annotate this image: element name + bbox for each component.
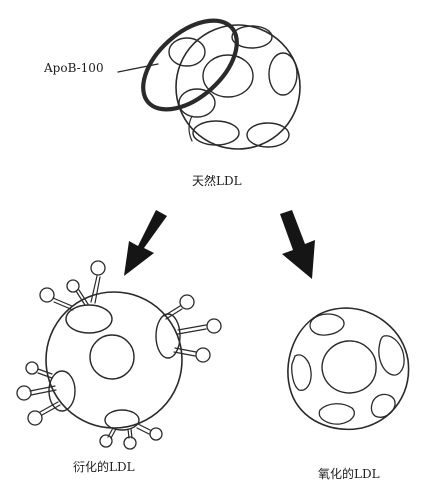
- arrow-to-oxidized: [280, 210, 315, 279]
- attached-group: [136, 423, 163, 441]
- native-ldl-patch: [192, 120, 240, 146]
- apob-100-label: ApoB-100: [44, 61, 104, 75]
- oxidized-ldl-patch: [309, 313, 345, 336]
- derivatized-ldl-sphere: [45, 291, 183, 429]
- arrow-to-derivatized: [124, 210, 167, 276]
- attached-group: [25, 361, 53, 379]
- oxidized-ldl-patch: [291, 354, 312, 391]
- native-ldl-patch: [168, 37, 206, 67]
- attached-group: [90, 260, 106, 304]
- oxidized-ldl-center-patch: [321, 340, 377, 394]
- attached-group: [99, 427, 117, 448]
- native-ldl-label: 天然LDL: [192, 174, 242, 188]
- oxidized-ldl-sphere: [287, 307, 410, 431]
- derivatized-ldl-patch: [65, 304, 113, 334]
- derivatized-ldl-patch: [155, 313, 181, 359]
- oxidized-ldl-patch: [318, 403, 355, 425]
- oxidized-ldl-particle: [287, 307, 410, 431]
- native-ldl-center-patch: [202, 54, 254, 98]
- native-ldl-patch: [231, 25, 273, 49]
- attached-group: [173, 347, 211, 363]
- oxidized-ldl-patch: [378, 335, 405, 376]
- attached-group: [123, 428, 137, 450]
- native-ldl-patch: [188, 115, 193, 142]
- attached-group: [27, 401, 61, 426]
- oxidized-ldl-label: 氧化的LDL: [318, 467, 380, 481]
- derivatized-ldl-particle: [16, 260, 222, 450]
- native-ldl-particle: [117, 18, 301, 150]
- native-ldl-patch: [246, 122, 290, 148]
- apob-pointer-line: [117, 63, 159, 73]
- native-ldl-patch: [268, 52, 298, 96]
- apob-100-ring: [141, 18, 239, 112]
- attached-group: [66, 279, 89, 306]
- derivatized-ldl-label: 衍化的LDL: [73, 460, 135, 474]
- native-ldl-patch: [178, 88, 216, 118]
- attached-group: [16, 385, 57, 401]
- attached-group: [163, 294, 195, 320]
- attached-group: [39, 287, 74, 311]
- native-ldl-sphere: [175, 24, 301, 150]
- oxidized-ldl-patch: [370, 393, 396, 418]
- attached-group: [177, 318, 222, 335]
- derivatized-ldl-center-patch: [89, 334, 135, 380]
- derivatized-ldl-patch: [104, 409, 140, 431]
